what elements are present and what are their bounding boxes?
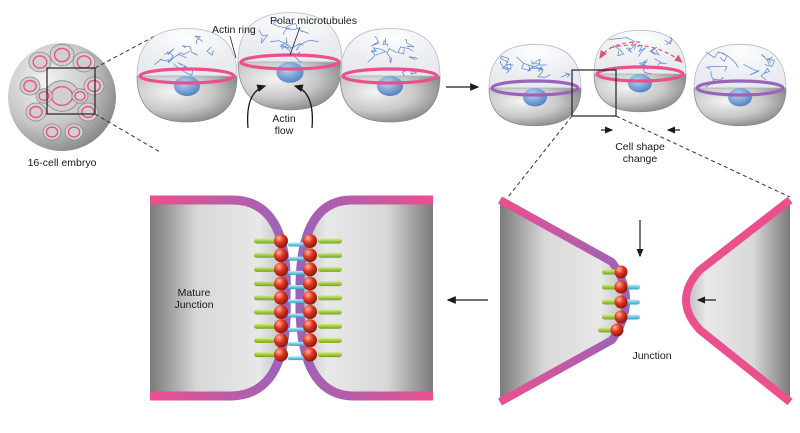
red-protein	[274, 234, 288, 248]
nucleus	[174, 76, 200, 96]
red-protein	[303, 262, 317, 277]
ring-contraction-arrow-right	[609, 44, 683, 63]
embryo-cell	[49, 43, 75, 67]
junction-label: Junction	[632, 350, 671, 362]
embryo-cell	[72, 51, 96, 73]
mature-complex	[254, 234, 342, 248]
red-protein	[274, 276, 288, 291]
red-protein	[303, 333, 317, 348]
polar-microtubules-pointer	[289, 26, 301, 56]
red-protein	[303, 276, 317, 291]
blastomere	[693, 43, 787, 127]
red-protein	[303, 305, 317, 319]
microtubule-network	[258, 20, 319, 63]
embryo-cell	[28, 51, 52, 73]
mature-junction-panel	[150, 195, 433, 401]
adhesion-complex	[602, 265, 628, 279]
cells-before-compaction	[136, 12, 441, 123]
red-protein	[614, 265, 628, 279]
actin-flow-arrow-left	[246, 84, 267, 129]
red-protein	[303, 234, 317, 248]
zoom-line-top	[94, 35, 156, 69]
mature-label-2: Junction	[174, 299, 213, 311]
embryo-cell	[77, 102, 99, 122]
adhesion-complex	[598, 323, 624, 337]
actin-ring	[595, 65, 685, 83]
actin-flow-arrow-right	[293, 84, 314, 129]
actin-ring	[695, 79, 785, 97]
mature-complex	[254, 333, 342, 348]
embryo-illustration	[8, 43, 116, 151]
embryo-label: 16-cell embryo	[28, 157, 97, 169]
junction-forming-panel	[498, 196, 793, 406]
nucleus	[276, 62, 304, 83]
cell-shape-label-1: Cell shape	[615, 141, 665, 153]
actin-flow-label-2: flow	[275, 125, 294, 137]
red-protein	[274, 347, 288, 362]
actin-ring	[490, 79, 580, 97]
nucleus	[523, 88, 547, 107]
embryo-cell	[83, 76, 105, 96]
cells-after-compaction	[488, 29, 787, 127]
blastomere	[237, 12, 343, 111]
embryo-cell	[64, 123, 84, 141]
mature-complex	[254, 305, 342, 319]
zoom-line-2-left	[507, 115, 573, 198]
red-protein	[274, 248, 288, 263]
embryo-cell	[35, 88, 53, 104]
mature-complex	[254, 347, 342, 362]
actin-ring-label: Actin ring	[212, 24, 256, 36]
actin-flow-label-1: Actin	[272, 113, 296, 125]
actin-ring	[341, 67, 439, 85]
blastomere	[488, 43, 582, 127]
red-protein	[274, 290, 288, 305]
red-protein	[610, 323, 624, 337]
red-protein	[274, 333, 288, 348]
actin-ring-pointer	[229, 35, 237, 59]
zoom-line-bottom	[94, 113, 161, 153]
nucleus	[728, 88, 752, 107]
microtubule-network	[499, 55, 570, 78]
actin-ring	[138, 67, 236, 85]
embryo-cell	[71, 88, 89, 104]
blastomere	[136, 28, 238, 123]
embryo-cell	[19, 76, 41, 96]
adhesion-complex	[602, 280, 640, 294]
embryo-cell	[25, 102, 47, 122]
cell-shape-label-2: change	[623, 153, 658, 165]
red-protein	[614, 295, 628, 309]
nucleus	[628, 74, 652, 93]
zoom-line-2-right	[615, 115, 791, 198]
blastomere	[339, 28, 441, 123]
blastomere	[593, 29, 687, 113]
red-protein	[303, 347, 317, 362]
nucleus	[377, 76, 403, 96]
red-protein	[303, 290, 317, 305]
red-protein	[303, 319, 317, 334]
adhesion-complex	[602, 310, 640, 324]
mature-complex	[254, 319, 342, 334]
adhesion-complex	[602, 295, 640, 309]
junction-zoom-box	[571, 69, 617, 117]
mature-complex	[254, 290, 342, 305]
microtubule-network	[705, 51, 776, 88]
red-protein	[274, 305, 288, 319]
polar-microtubules-label: Polar microtubules	[270, 15, 357, 27]
embryo-cell	[42, 123, 62, 141]
red-protein	[274, 262, 288, 277]
mature-complex	[254, 248, 342, 263]
mature-label-1: Mature	[178, 287, 211, 299]
red-protein	[274, 319, 288, 334]
red-protein	[614, 280, 628, 294]
embryo-zoom-box	[46, 67, 96, 115]
mature-complex	[254, 276, 342, 291]
red-protein	[303, 248, 317, 263]
red-protein	[614, 310, 628, 324]
mature-complex	[254, 262, 342, 277]
